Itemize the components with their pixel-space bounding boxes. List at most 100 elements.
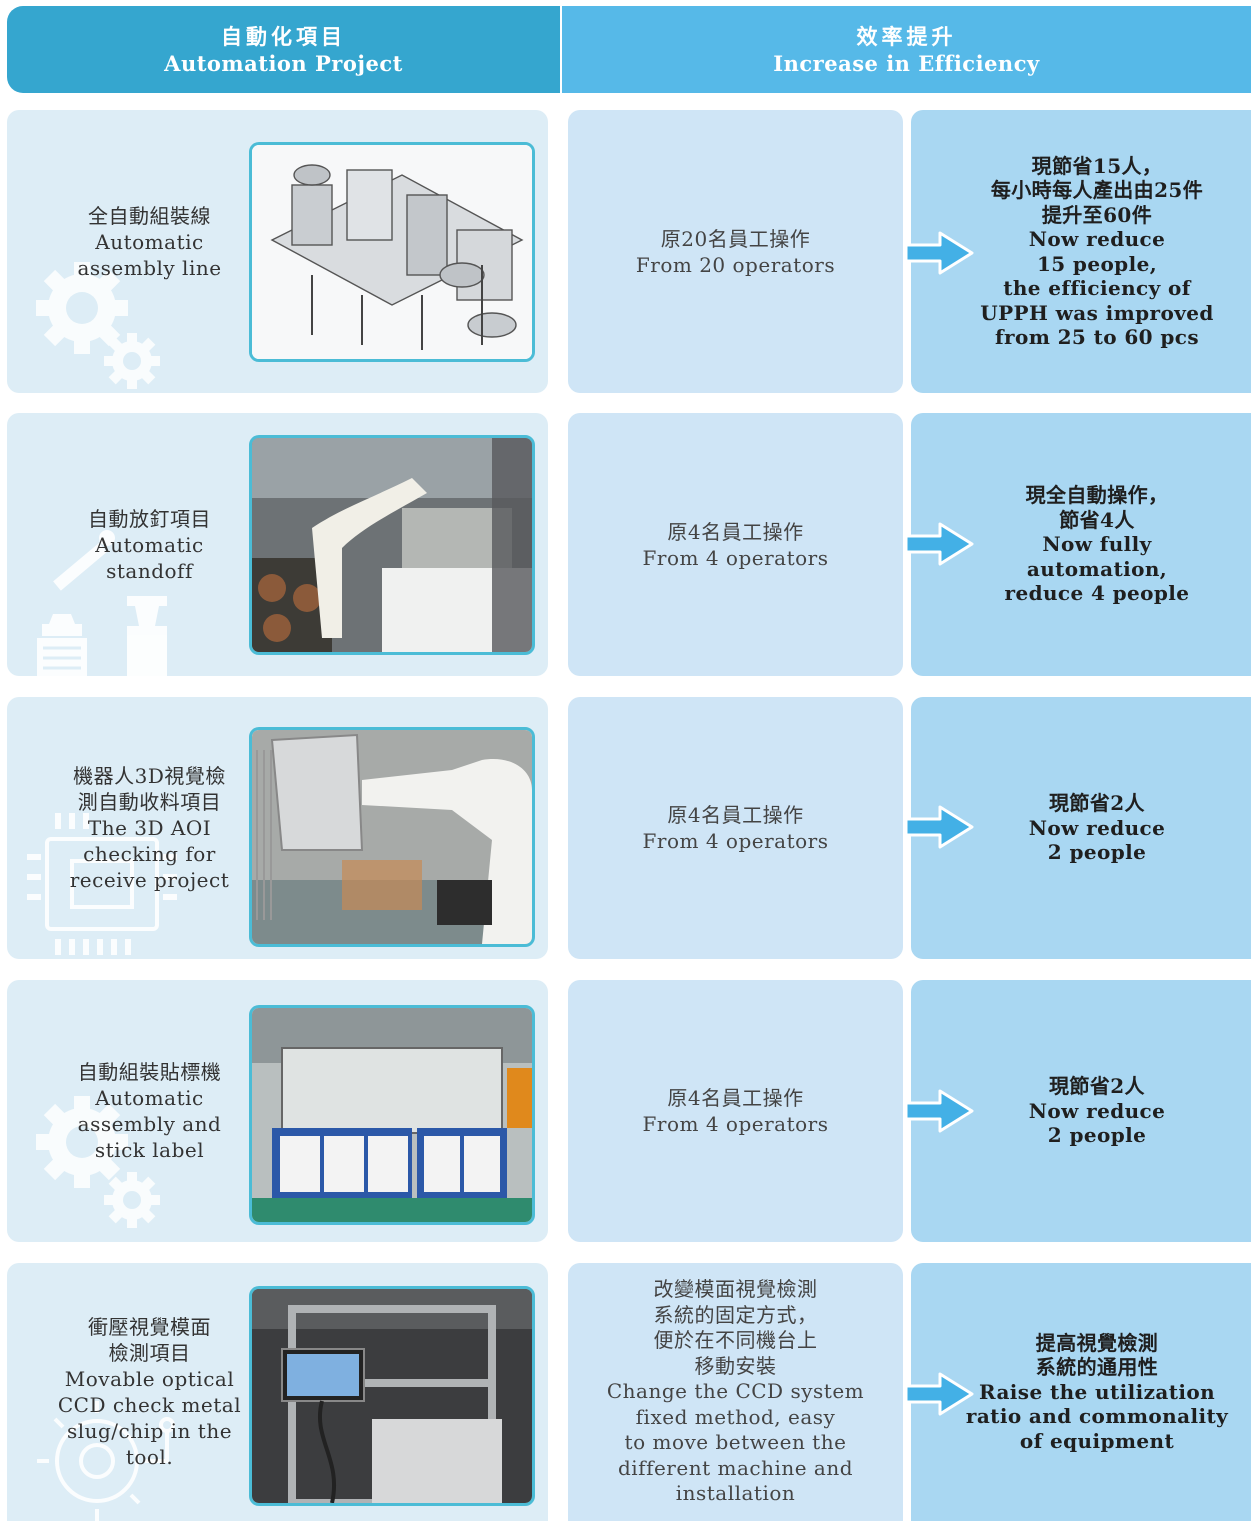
result-line: 2 people [1047, 840, 1147, 865]
result-line: 提高視覺檢測 [1035, 1330, 1159, 1355]
project-card-4: 自動組裝貼標機 Automatic assembly and stick lab… [7, 980, 548, 1242]
header-project-en: Automation Project [164, 50, 403, 76]
chip-icon [27, 813, 177, 955]
project-line: Automatic [95, 229, 204, 254]
result-line: 節省4人 [1059, 507, 1135, 532]
project-line: 檢測項目 [108, 1341, 191, 1365]
original-card-4: 原4名員工操作 From 4 operators [568, 980, 903, 1242]
project-card-5: 衝壓視覺模面 檢測項目 Movable optical CCD check me… [7, 1263, 548, 1521]
project-name-5: 衝壓視覺模面 檢測項目 Movable optical CCD check me… [47, 1263, 252, 1521]
original-text-4: 原4名員工操作 From 4 operators [568, 980, 903, 1242]
result-card-1: 現節省15人， 每小時每人產出由25件 提升至60件 Now reduce 15… [911, 110, 1251, 393]
project-line: The 3D AOI [87, 816, 212, 840]
project-name-2: 自動放釘項目 Automatic standoff [47, 413, 252, 676]
original-line: From 4 operators [642, 829, 829, 853]
result-line: 現全自動操作， [1025, 483, 1169, 508]
project-line: Automatic [95, 532, 204, 557]
project-line: 機器人3D視覺檢 [73, 764, 226, 788]
result-text-4: 現節省2人 Now reduce 2 people [951, 980, 1243, 1242]
photo-ccd-monitor [249, 1286, 535, 1506]
project-line: Movable optical [64, 1367, 235, 1391]
arrow-right-icon [904, 522, 974, 566]
original-line: 原4名員工操作 [667, 1086, 804, 1110]
project-line: 全自動組裝線 [88, 203, 211, 228]
project-line: assembly and [77, 1112, 222, 1136]
project-line: CCD check metal [57, 1393, 242, 1417]
project-line: 測自動收料項目 [77, 790, 222, 814]
header-efficiency-zh: 效率提升 [856, 23, 957, 49]
project-line: 自動放釘項目 [88, 506, 211, 531]
result-line: Now fully [1042, 532, 1152, 557]
project-line: 自動組裝貼標機 [77, 1060, 222, 1084]
gears-icon [36, 262, 160, 389]
gears-icon [36, 1096, 160, 1228]
arrow-right-icon [904, 231, 974, 275]
original-card-3: 原4名員工操作 From 4 operators [568, 697, 903, 959]
project-line: receive project [69, 868, 230, 892]
original-line: 系統的固定方式， [653, 1302, 818, 1327]
original-line: From 4 operators [642, 1112, 829, 1136]
arrow-right-icon [904, 805, 974, 849]
photo-robot-arm [249, 435, 535, 655]
result-line: 每小時每人產出由25件 [990, 178, 1204, 202]
project-line: Automatic [95, 1086, 204, 1110]
project-name-3: 機器人3D視覺檢 測自動收料項目 The 3D AOI checking for… [47, 697, 252, 959]
project-line: 衝壓視覺模面 [88, 1315, 211, 1339]
result-line: automation, [1026, 556, 1168, 581]
result-line: 現節省2人 [1049, 791, 1145, 816]
result-line: Now reduce [1028, 1098, 1166, 1123]
original-card-5: 改變模面視覺檢測 系統的固定方式， 便於在不同機台上 移動安裝 Change t… [568, 1263, 903, 1521]
result-text-2: 現全自動操作， 節省4人 Now fully automation, reduc… [951, 413, 1243, 676]
original-line: 原4名員工操作 [667, 519, 804, 544]
result-text-3: 現節省2人 Now reduce 2 people [951, 697, 1243, 959]
result-line: ratio and commonality [965, 1404, 1229, 1429]
result-line: 提升至60件 [1041, 202, 1153, 227]
result-line: from 25 to 60 pcs [995, 325, 1199, 349]
result-card-3: 現節省2人 Now reduce 2 people [911, 697, 1251, 959]
original-card-1: 原20名員工操作 From 20 operators [568, 110, 903, 393]
original-line: to move between the [624, 1430, 847, 1455]
result-line: 2 people [1047, 1123, 1147, 1148]
original-text-5: 改變模面視覺檢測 系統的固定方式， 便於在不同機台上 移動安裝 Change t… [568, 1263, 903, 1521]
project-card-3: 機器人3D視覺檢 測自動收料項目 The 3D AOI checking for… [7, 697, 548, 959]
header-automation-project: 自動化項目 Automation Project [7, 6, 560, 93]
project-line: checking for [83, 842, 216, 866]
original-card-2: 原4名員工操作 From 4 operators [568, 413, 903, 676]
original-line: From 20 operators [635, 252, 836, 277]
original-line: 改變模面視覺檢測 [653, 1277, 818, 1302]
original-line: 原20名員工操作 [660, 226, 811, 251]
original-line: Change the CCD system [606, 1379, 865, 1404]
result-line: Now reduce [1028, 227, 1166, 251]
result-line: 現節省15人， [1031, 153, 1163, 178]
project-line: tool. [125, 1445, 174, 1469]
original-text-2: 原4名員工操作 From 4 operators [568, 413, 903, 676]
project-line: standoff [106, 558, 193, 583]
result-line: 系統的通用性 [1035, 1355, 1159, 1380]
result-line: of equipment [1019, 1428, 1175, 1453]
header-increase-efficiency: 效率提升 Increase in Efficiency [562, 6, 1251, 93]
photo-3d-vision [249, 727, 535, 947]
project-card-1: 全自動組裝線 Automatic assembly line [7, 110, 548, 393]
robot-arm-icon [37, 530, 167, 676]
project-name-4: 自動組裝貼標機 Automatic assembly and stick lab… [47, 980, 252, 1242]
photo-assembly-line [249, 142, 535, 362]
result-line: 現節省2人 [1049, 1074, 1145, 1099]
header-project-zh: 自動化項目 [221, 23, 346, 49]
arrow-right-icon [904, 1372, 974, 1416]
original-line: From 4 operators [642, 545, 829, 570]
result-line: Now reduce [1028, 815, 1166, 840]
result-text-5: 提高視覺檢測 系統的通用性 Raise the utilization rati… [951, 1263, 1243, 1521]
original-line: fixed method, easy [635, 1404, 836, 1429]
result-line: reduce 4 people [1004, 581, 1190, 606]
original-line: 移動安裝 [694, 1353, 777, 1378]
original-text-1: 原20名員工操作 From 20 operators [568, 110, 903, 393]
original-line: 便於在不同機台上 [653, 1328, 818, 1353]
header-efficiency-en: Increase in Efficiency [773, 50, 1040, 76]
arrow-right-icon [904, 1089, 974, 1133]
result-line: 15 people, [1036, 251, 1158, 276]
result-line: UPPH was improved [980, 300, 1214, 325]
result-text-1: 現節省15人， 每小時每人產出由25件 提升至60件 Now reduce 15… [951, 110, 1243, 393]
original-line: different machine and [617, 1455, 854, 1480]
result-line: the efficiency of [1003, 276, 1191, 300]
gear-circuit-icon [37, 1401, 175, 1521]
